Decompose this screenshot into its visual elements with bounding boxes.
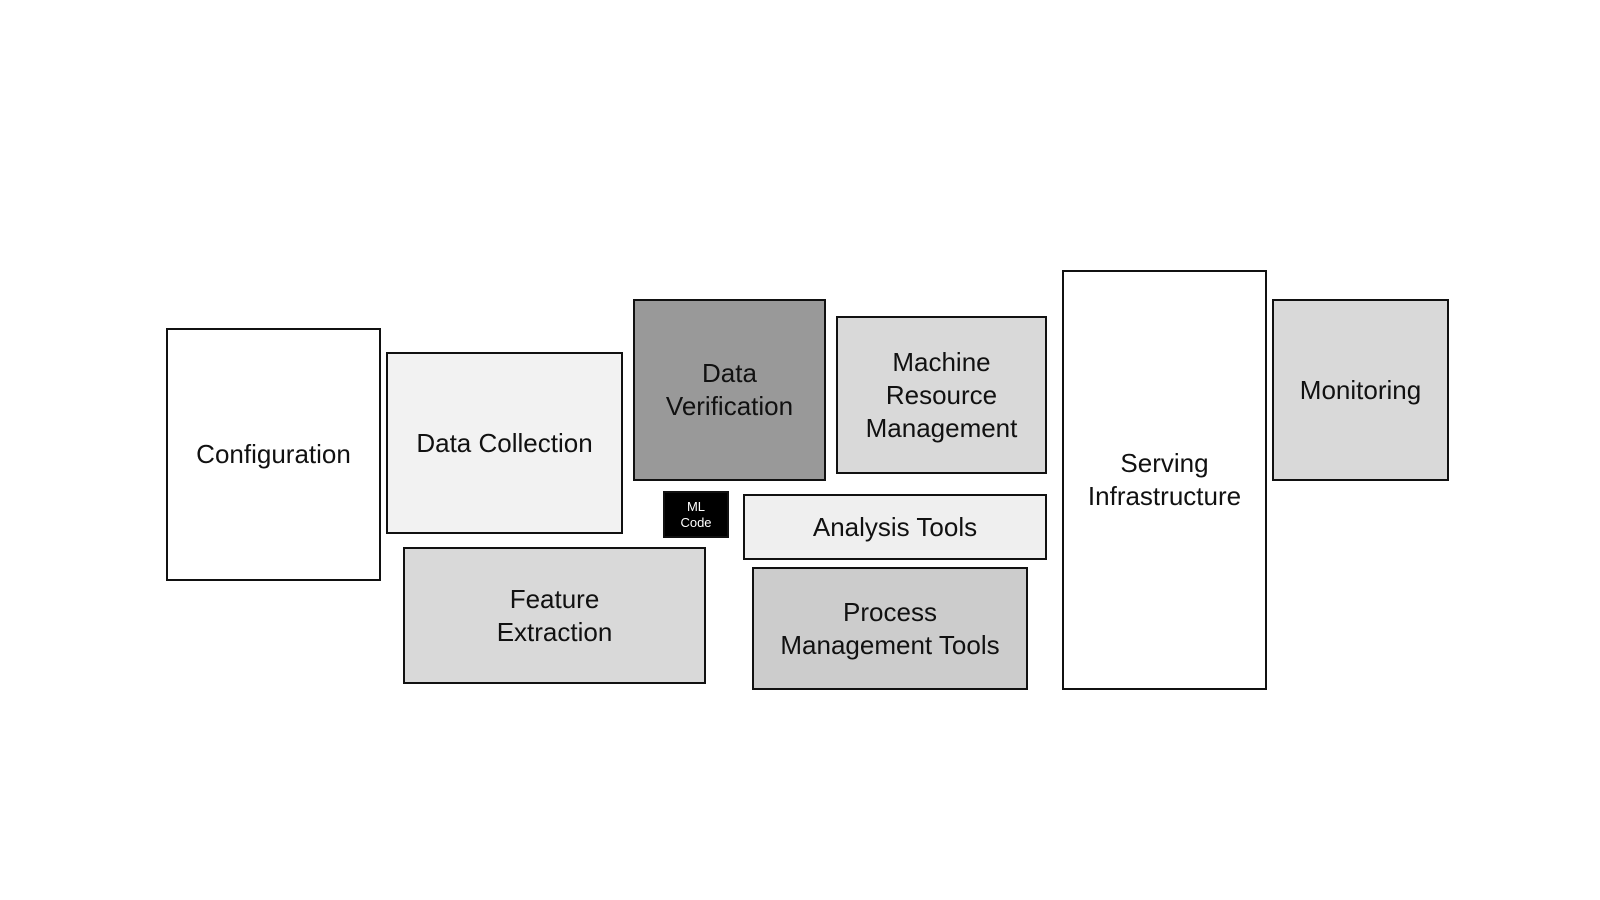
serving-infrastructure-label: Serving Infrastructure xyxy=(1087,448,1242,511)
process-management-tools-label: Process Management Tools xyxy=(780,596,1000,660)
data-verification-label: Data Verification xyxy=(665,358,794,421)
analysis-tools-box: Analysis Tools xyxy=(743,494,1047,560)
feature-extraction-box: Feature Extraction xyxy=(403,547,706,684)
configuration-label: Configuration xyxy=(196,439,351,469)
analysis-tools-label: Analysis Tools xyxy=(812,511,978,542)
process-management-tools-box: Process Management Tools xyxy=(752,567,1028,690)
monitoring-label: Monitoring xyxy=(1299,374,1422,405)
serving-infrastructure-box: Serving Infrastructure xyxy=(1062,270,1267,690)
machine-resource-management-label: Machine Resource Management xyxy=(865,346,1018,443)
machine-resource-management-box: Machine Resource Management xyxy=(836,316,1047,474)
data-collection-label: Data Collection xyxy=(416,427,593,458)
ml-code-box: ML Code xyxy=(663,491,729,538)
configuration-box: Configuration xyxy=(166,328,381,581)
data-verification-box: Data Verification xyxy=(633,299,826,481)
feature-extraction-label: Feature Extraction xyxy=(496,583,613,647)
data-collection-box: Data Collection xyxy=(386,352,623,534)
monitoring-box: Monitoring xyxy=(1272,299,1449,481)
ml-code-label: ML Code xyxy=(680,498,712,530)
